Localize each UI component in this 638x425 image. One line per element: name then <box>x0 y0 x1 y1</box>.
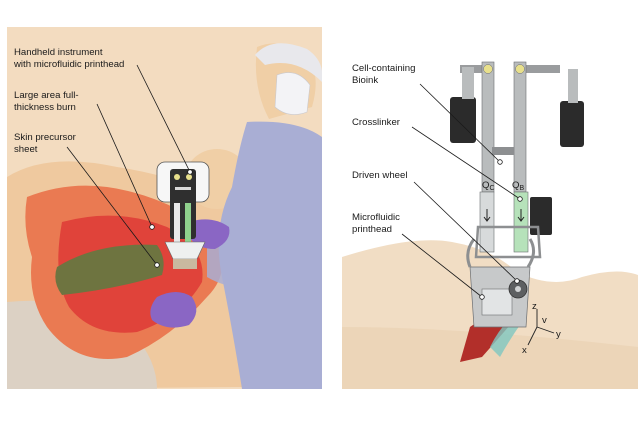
right-illustration-panel: QC QB z v y x Cell-containing Bioink Cro… <box>342 27 638 389</box>
glove-hand-upper <box>189 219 230 249</box>
flow-label-qc: QC <box>482 180 495 192</box>
leader-crosslinker <box>411 126 521 200</box>
surgeon-arm <box>207 237 257 289</box>
leader-wheel <box>413 181 518 282</box>
label-burn-line1: Large area full- <box>14 90 79 101</box>
label-sheet-line2: sheet <box>14 144 38 155</box>
leader-dot-crosslinker <box>517 196 523 202</box>
axis-z: z <box>532 301 537 312</box>
handheld-device-illustration: Handheld instrument with microfluidic pr… <box>7 27 322 389</box>
right-grip <box>560 101 584 147</box>
label-printhead-line2: printhead <box>352 224 392 235</box>
leader-dot-burn <box>149 224 155 230</box>
surgeon-mask <box>274 72 311 115</box>
skin-shadow <box>342 327 638 389</box>
label-burn-line2: thickness burn <box>14 102 76 113</box>
axis-x: x <box>522 345 527 356</box>
label-sheet-line1: Skin precursor <box>14 132 77 143</box>
leader-dot-wheel <box>514 278 520 284</box>
label-handheld-line2: with microfluidic printhead <box>13 59 124 70</box>
label-wheel: Driven wheel <box>352 170 407 181</box>
axis-v: v <box>542 315 547 326</box>
surgeon-cap <box>255 43 322 82</box>
flow-label-qb: QB <box>512 180 524 192</box>
label-printhead-line1: Microfluidic <box>352 212 400 223</box>
leader-bioink <box>419 83 501 163</box>
left-illustration-panel: Handheld instrument with microfluidic pr… <box>7 27 322 389</box>
handheld-instrument <box>156 161 210 269</box>
label-handheld-line1: Handheld instrument <box>14 47 103 58</box>
surgeon-gown <box>218 121 322 389</box>
bioink-reservoir <box>479 191 495 253</box>
leader-burn <box>96 103 153 228</box>
skin-precursor-sheet-shape <box>55 244 164 295</box>
leader-dot-handheld <box>187 169 193 175</box>
leader-printhead <box>401 233 483 298</box>
leader-sheet <box>66 146 158 266</box>
label-bioink-line2: Bioink <box>352 75 378 86</box>
label-crosslinker: Crosslinker <box>352 117 401 128</box>
label-bioink-line1: Cell-containing <box>352 63 415 74</box>
leader-handheld <box>136 64 191 173</box>
crosslinker-syringe <box>513 61 527 193</box>
leader-dot-bioink <box>497 159 503 165</box>
leader-dot-sheet <box>154 262 160 268</box>
printhead-device-illustration: QC QB z v y x Cell-containing Bioink Cro… <box>342 27 638 389</box>
device-frame <box>450 61 584 328</box>
axes-indicator: z v y x <box>522 301 561 356</box>
motor <box>530 197 552 235</box>
crosslinker-reservoir <box>513 191 529 253</box>
leader-dot-printhead <box>479 294 485 300</box>
glove-hand-lower <box>150 292 197 328</box>
bioink-syringe <box>481 61 495 193</box>
left-grip <box>450 97 476 143</box>
axis-y: y <box>556 329 561 340</box>
